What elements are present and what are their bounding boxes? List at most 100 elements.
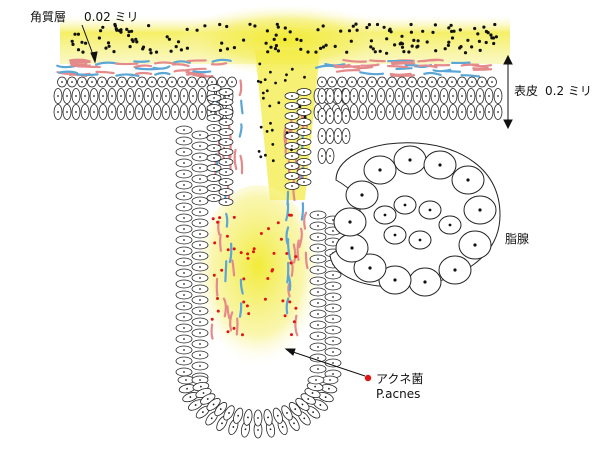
bacteria-dot	[289, 261, 293, 265]
cell-nucleus	[147, 95, 149, 97]
epidermis-cell	[309, 364, 327, 374]
keratin-dot	[450, 36, 455, 40]
epidermis-span-bottom	[503, 119, 513, 130]
epidermis-cell	[317, 108, 327, 124]
cell-nucleus	[321, 115, 323, 117]
cell-nucleus	[199, 200, 201, 202]
fiber-strand	[460, 74, 481, 78]
epidermis-cell	[493, 88, 503, 104]
keratin-dot	[339, 29, 343, 33]
gland-cell-nucleus	[408, 158, 412, 162]
cell-nucleus	[120, 95, 122, 97]
epidermis-cell	[197, 76, 207, 88]
epidermis-cell	[385, 88, 395, 104]
cell-nucleus	[199, 211, 201, 213]
epidermis-cell	[80, 104, 90, 120]
cell-nucleus	[303, 131, 305, 133]
epidermis-cell	[187, 76, 197, 88]
epidermis-cell	[179, 88, 189, 104]
epidermis-cell	[394, 88, 404, 104]
bacteria-dot	[225, 234, 229, 238]
keratin-dot	[482, 25, 486, 29]
keratin-dot	[385, 37, 389, 41]
keratin-dot	[273, 47, 278, 51]
keratin-dot	[458, 28, 462, 32]
epidermis-cell	[309, 232, 327, 242]
cell-nucleus	[470, 95, 472, 97]
epidermis-cell	[296, 118, 312, 126]
cell-nucleus	[221, 81, 223, 83]
epidermis-cell	[191, 185, 209, 195]
bacteria-dot	[288, 300, 292, 304]
epidermis-cell	[296, 168, 312, 176]
epidermis-cell	[206, 124, 222, 132]
keratin-dot	[165, 35, 169, 39]
keratin-dot	[225, 24, 229, 29]
epidermis-cell	[206, 134, 222, 142]
keratin-dot	[218, 48, 223, 53]
epidermis-cell	[448, 104, 458, 120]
keratin-dot	[218, 22, 222, 27]
keratin-dot	[385, 51, 389, 55]
epidermis-cell	[309, 276, 327, 286]
cell-nucleus	[183, 283, 185, 285]
cell-nucleus	[174, 95, 176, 97]
epidermis-cell	[296, 158, 312, 166]
epidermis-cell	[320, 384, 338, 394]
cell-nucleus	[329, 135, 331, 137]
cell-nucleus	[328, 387, 330, 390]
gland-cell	[345, 180, 379, 210]
keratin-dot	[283, 37, 287, 42]
sebaceous-gland	[329, 142, 501, 297]
keratin-dot	[433, 23, 437, 27]
cell-nucleus	[291, 165, 293, 167]
cell-nucleus	[201, 111, 203, 113]
keratin-dot	[285, 131, 289, 135]
cell-nucleus	[225, 121, 227, 123]
epidermis-cell	[296, 108, 312, 116]
fiber-strand	[239, 154, 244, 175]
epidermis-cell	[218, 128, 234, 136]
keratin-dot	[285, 73, 288, 77]
epidermis-cell	[217, 76, 227, 88]
cell-nucleus	[434, 111, 436, 113]
cell-nucleus	[371, 81, 373, 83]
epidermis-cell	[218, 88, 234, 96]
epidermis-cell	[191, 163, 209, 173]
epidermis-cell	[296, 138, 312, 146]
gland-cell-nucleus	[448, 223, 452, 227]
cell-nucleus	[191, 81, 193, 83]
fiber-strand	[94, 61, 120, 66]
gland-cell-nucleus	[360, 193, 364, 197]
epidermis-cell	[439, 104, 449, 120]
epidermis-cell	[206, 154, 222, 162]
keratin-dot	[494, 35, 498, 39]
bacteria-dot	[210, 317, 214, 321]
epidermis-thickness: 0.2 ミリ	[545, 84, 592, 98]
bacteria-dot	[216, 220, 220, 224]
keratin-dot	[382, 25, 386, 29]
keratin-dot	[248, 22, 252, 26]
cell-nucleus	[231, 81, 233, 83]
cell-nucleus	[293, 422, 295, 425]
epidermis-cell	[206, 144, 222, 152]
epidermis-cell	[430, 104, 440, 120]
bacteria-pointer	[289, 350, 366, 377]
cell-nucleus	[185, 379, 187, 381]
keratin-dot	[452, 29, 456, 33]
keratin-dot	[492, 41, 496, 46]
cell-nucleus	[407, 111, 409, 113]
epidermis-cell	[206, 174, 222, 182]
keratin-dot	[253, 24, 257, 28]
fiber-strand	[290, 259, 294, 277]
epidermis-cell	[107, 88, 117, 104]
keratin-dot	[269, 121, 272, 125]
bacteria-dot	[252, 250, 255, 254]
epidermis-cell	[347, 76, 357, 88]
cell-nucleus	[332, 285, 334, 287]
cell-nucleus	[332, 307, 334, 309]
epidermis-cell	[317, 128, 327, 144]
epidermis-cell	[349, 104, 359, 120]
bacteria-dot	[232, 247, 236, 251]
cell-nucleus	[225, 101, 227, 103]
